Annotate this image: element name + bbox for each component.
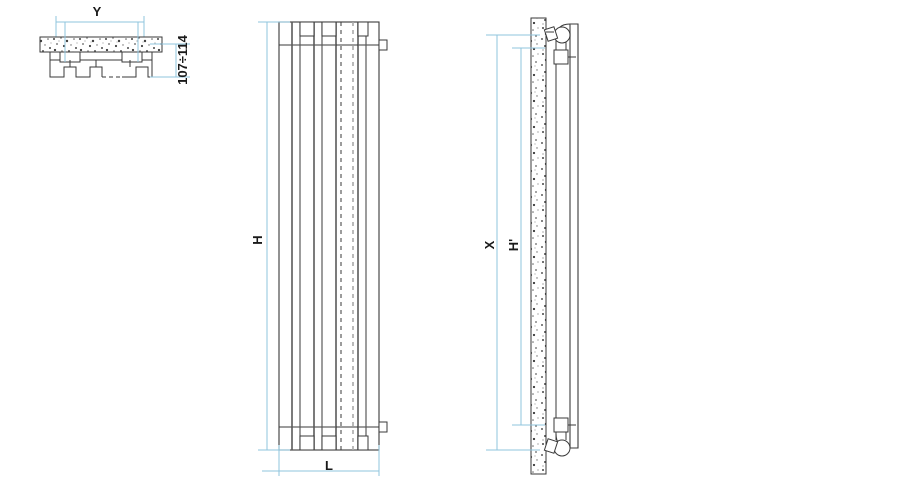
front-break-region [336,22,358,450]
side-elevation-view: X H' [482,17,579,475]
side-radiator-body [570,23,579,449]
front-connector-bottom [378,421,388,433]
side-bottom-bracket-assembly [543,417,576,457]
dimension-y-label: Y [93,4,102,19]
dimension-h: H [250,21,290,451]
front-bottom-notch-2 [321,435,337,451]
dimension-hprime: H' [506,47,545,426]
dimension-h-label: H [250,235,265,244]
dimension-hprime-label: H' [506,239,521,251]
front-bottom-notch-3 [357,435,369,451]
front-connector-top [378,39,388,51]
front-top-notches [299,21,369,37]
side-wall [530,17,547,475]
side-bottom-bracket-block [553,417,569,433]
dimension-l: L [262,445,380,476]
side-top-bracket-block [553,49,569,65]
plan-section-view: Y 107÷114 [39,4,190,85]
side-top-wall-plate [543,26,559,42]
dimension-x-label: X [482,240,497,249]
plan-wall-slab [39,36,163,53]
dimension-l-label: L [325,458,333,473]
plan-bracket-right [121,51,143,63]
side-top-bracket-assembly [543,26,576,65]
front-top-notch-1 [299,21,315,37]
side-bottom-wall-plate [543,438,559,454]
front-tube-group [291,22,367,450]
front-bottom-notch-1 [299,435,315,451]
dimension-depth-label: 107÷114 [175,34,190,85]
front-top-notch-3 [357,21,369,37]
front-bottom-notches [299,435,369,451]
front-elevation-view: H L [250,21,388,476]
dimension-depth: 107÷114 [150,34,190,85]
front-top-notch-2 [321,21,337,37]
dimension-x: X [482,34,540,451]
